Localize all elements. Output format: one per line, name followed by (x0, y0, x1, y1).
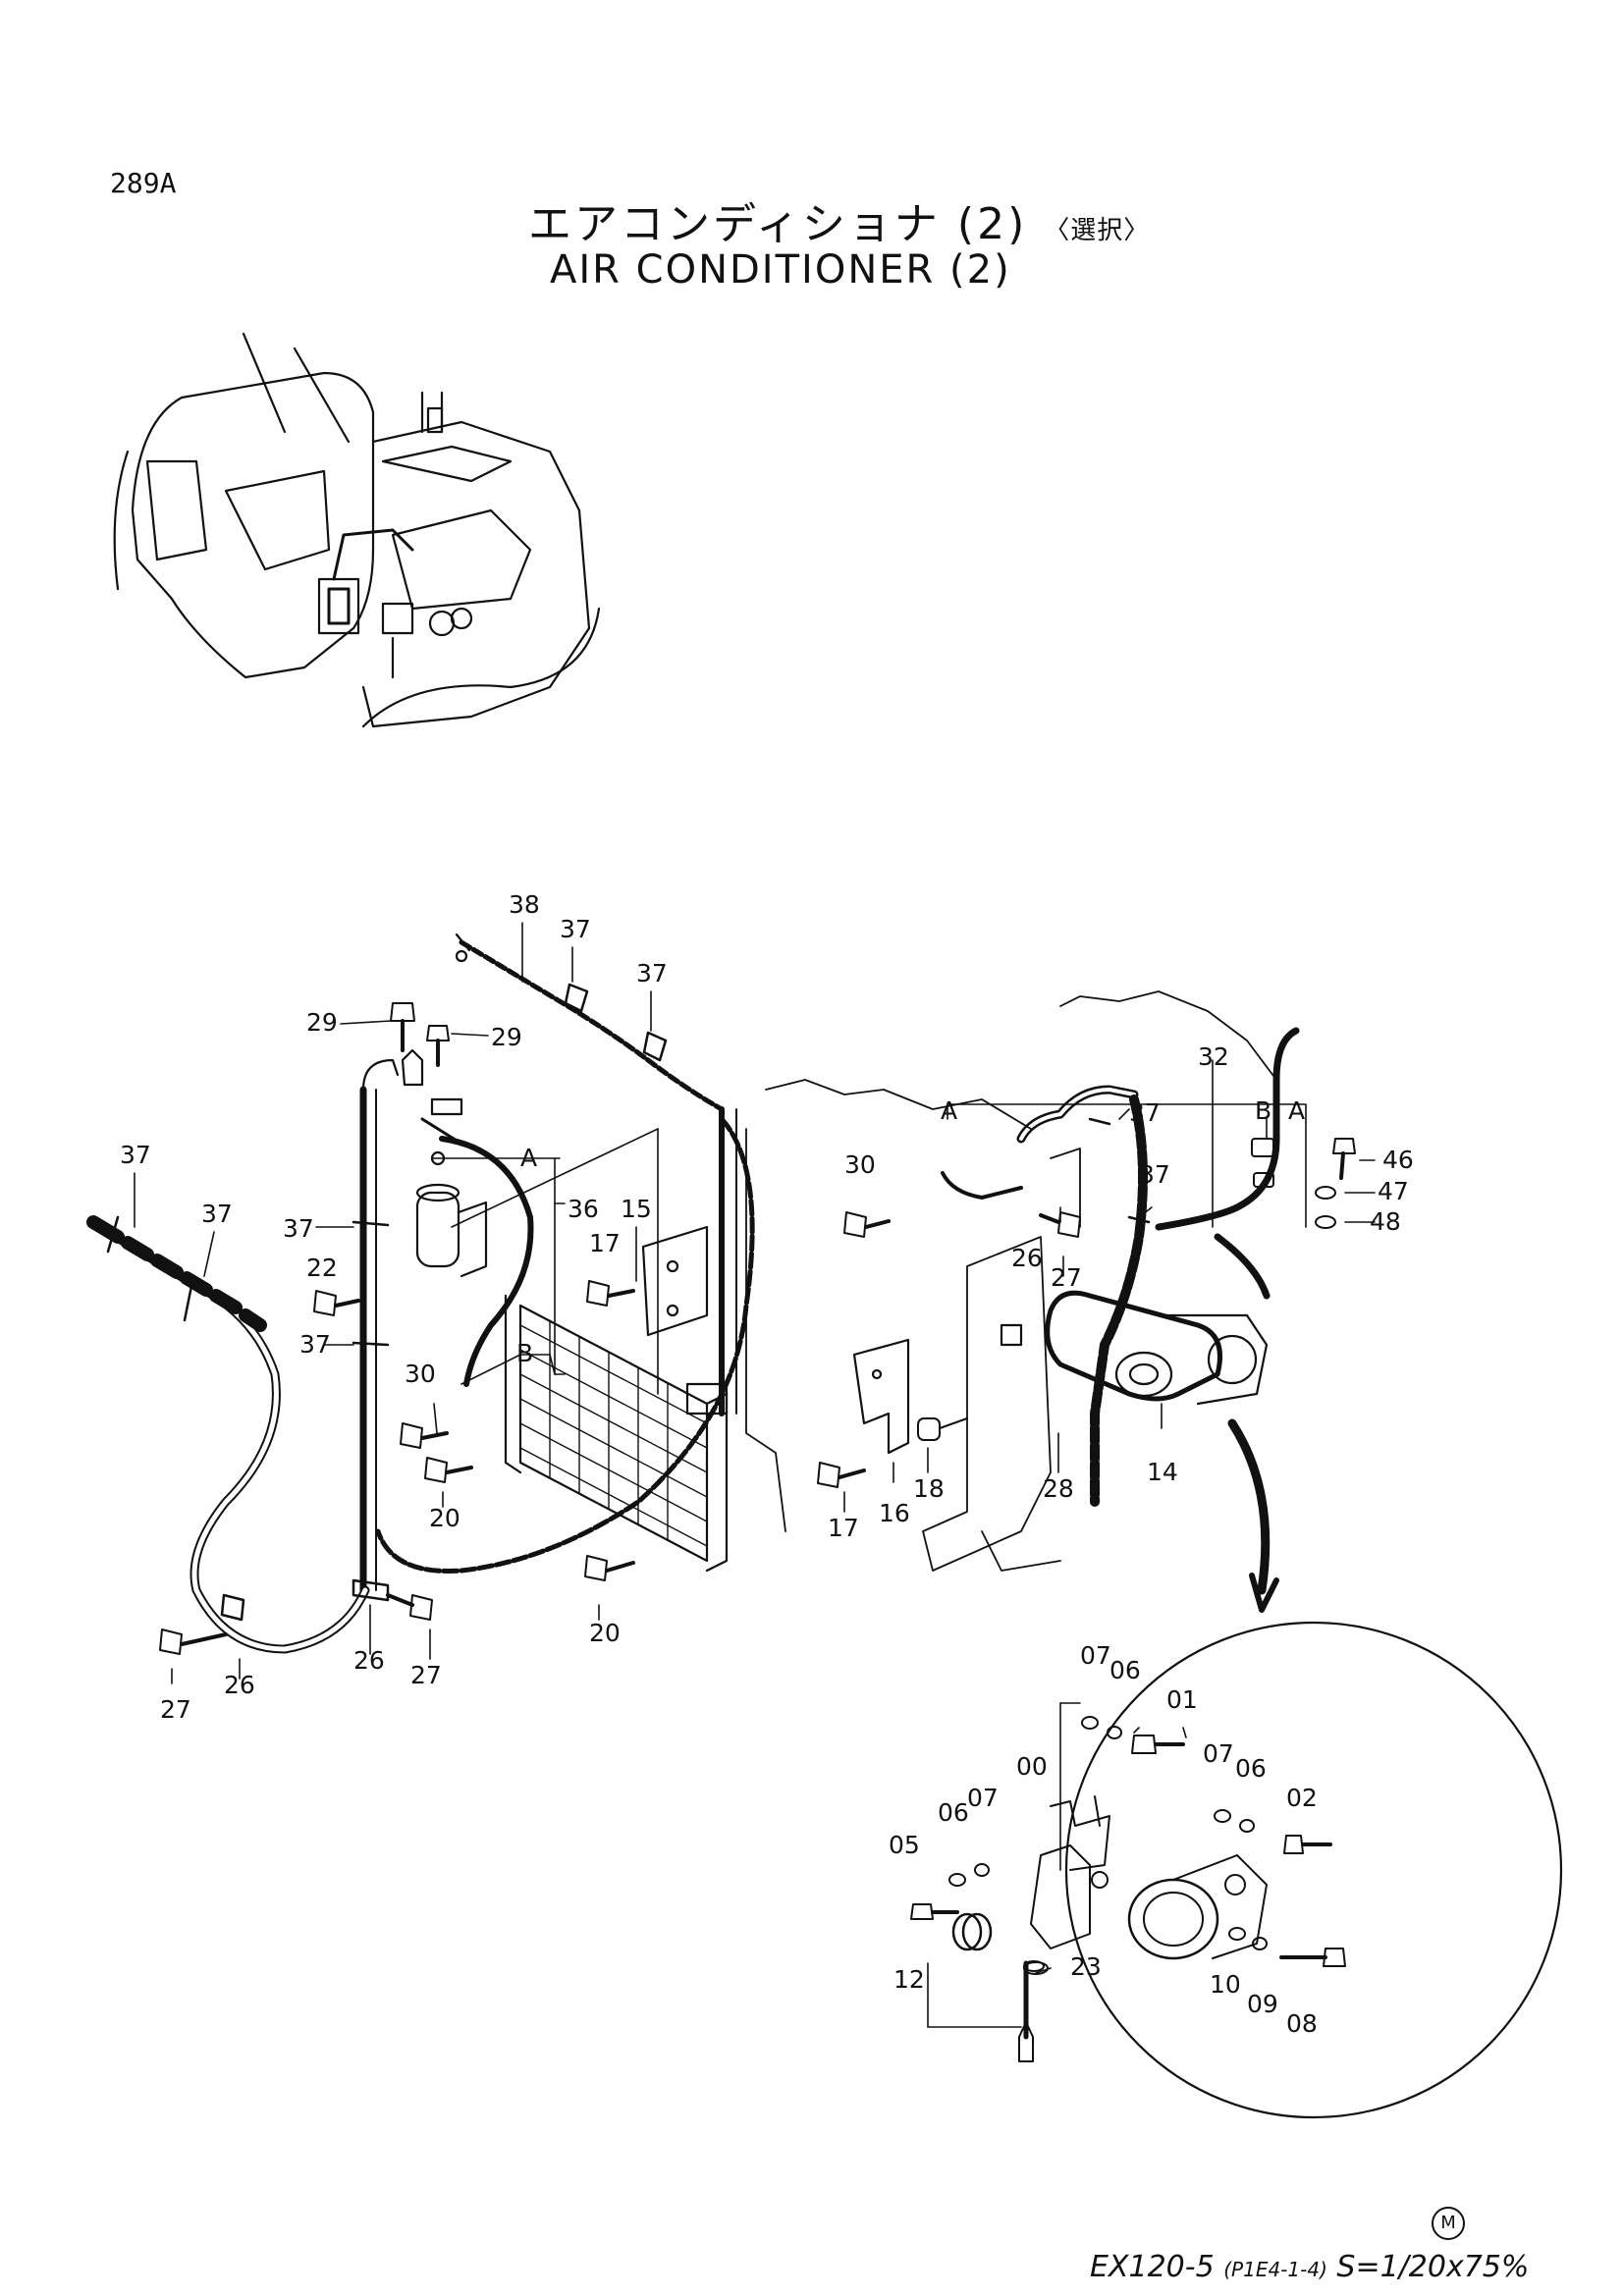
callout-46: 46 (1382, 1146, 1414, 1174)
callout-30: 30 (405, 1360, 436, 1388)
detail-callout-12: 12 (893, 1965, 925, 1994)
footer-model: EX120-5 (1090, 2250, 1215, 2284)
callout-28: 28 (1043, 1474, 1074, 1503)
callout-b: B (1255, 1096, 1271, 1125)
detail-callout-02: 02 (1286, 1784, 1318, 1812)
hose-clamps (106, 983, 1151, 1622)
detail-callout-06: 06 (1109, 1656, 1141, 1684)
hose-lines (86, 933, 1300, 1654)
detail-callout-07: 07 (1080, 1641, 1111, 1670)
detail-callout-09: 09 (1247, 1990, 1278, 2018)
callout-27: 27 (410, 1661, 442, 1689)
detail-callout-07: 07 (1203, 1739, 1234, 1768)
callout-20: 20 (589, 1619, 621, 1647)
footer-reference: EX120-5 (P1E4-1-4) S=1/20x75% (1090, 2250, 1529, 2284)
callout-37: 37 (1139, 1160, 1170, 1189)
condenser-core (504, 1294, 729, 1573)
callout-32: 32 (1198, 1042, 1229, 1071)
compressor (1000, 1290, 1269, 1406)
callout-37: 37 (299, 1330, 331, 1359)
detail-callout-10: 10 (1210, 1970, 1241, 1999)
callout-26: 26 (353, 1646, 385, 1675)
machine-overview-illustration (113, 332, 601, 728)
callout-20: 20 (429, 1504, 460, 1532)
callout-14: 14 (1147, 1458, 1178, 1486)
callout-17: 17 (589, 1229, 621, 1257)
callout-29: 29 (306, 1008, 338, 1037)
callout-30: 30 (844, 1150, 876, 1179)
title-jp-text: エアコンディショナ (2) (528, 199, 1028, 249)
footer-scale: S=1/20x75% (1336, 2250, 1530, 2284)
detail-parts (910, 1716, 1346, 2062)
callout-26: 26 (224, 1671, 255, 1699)
callout-labels: 38 37 37 29 29 37 37 37 22 37 A 36 15 17… (120, 890, 1414, 2038)
callout-47: 47 (1378, 1177, 1409, 1205)
page-code: 289A (110, 167, 177, 199)
callout-36: 36 (568, 1195, 599, 1223)
callout-37: 37 (560, 915, 591, 943)
callout-37: 37 (1129, 1098, 1161, 1127)
callout-a: A (941, 1096, 957, 1125)
callout-17: 17 (828, 1514, 859, 1542)
callout-27: 27 (160, 1695, 191, 1724)
detail-callout-06: 06 (938, 1798, 969, 1827)
callout-27: 27 (1051, 1263, 1082, 1292)
condenser-brackets (641, 1225, 910, 1455)
callout-48: 48 (1370, 1207, 1401, 1236)
callout-a: A (1288, 1096, 1305, 1125)
callout-37: 37 (120, 1141, 151, 1169)
receiver-drier (401, 1048, 488, 1278)
detail-callout-08: 08 (1286, 2009, 1318, 2038)
page-title-english: AIR CONDITIONER (2) (550, 247, 1011, 293)
callout-22: 22 (306, 1254, 338, 1282)
detail-circle (1064, 1621, 1563, 2119)
callout-29: 29 (491, 1023, 522, 1051)
callout-26: 26 (1011, 1244, 1043, 1272)
callout-37: 37 (636, 959, 668, 988)
callout-18: 18 (913, 1474, 945, 1503)
page-title-japanese: エアコンディショナ (2) 〈選択〉 (528, 188, 1150, 251)
callout-a: A (520, 1144, 537, 1172)
callout-37: 37 (283, 1214, 314, 1243)
callout-37: 37 (201, 1200, 233, 1228)
detail-callout-07: 07 (967, 1784, 999, 1812)
callout-38: 38 (509, 890, 540, 919)
leader-lines (134, 922, 1376, 2028)
detail-callout-06: 06 (1235, 1754, 1267, 1783)
detail-callout-01: 01 (1166, 1685, 1198, 1714)
footer-code: (P1E4-1-4) (1223, 2258, 1327, 2281)
detail-callout-05: 05 (889, 1831, 920, 1859)
manufacturer-mark: M (1432, 2207, 1465, 2240)
detail-pointer-arrow (1227, 1418, 1271, 1595)
fasteners (159, 1002, 1356, 1655)
engine-outline (745, 990, 1277, 1572)
callout-15: 15 (621, 1195, 652, 1223)
callout-b: B (516, 1339, 533, 1367)
detail-callout-23: 23 (1070, 1952, 1102, 1981)
callout-16: 16 (879, 1499, 910, 1527)
title-jp-tag: 〈選択〉 (1044, 216, 1151, 245)
detail-callout-00: 00 (1016, 1752, 1048, 1781)
